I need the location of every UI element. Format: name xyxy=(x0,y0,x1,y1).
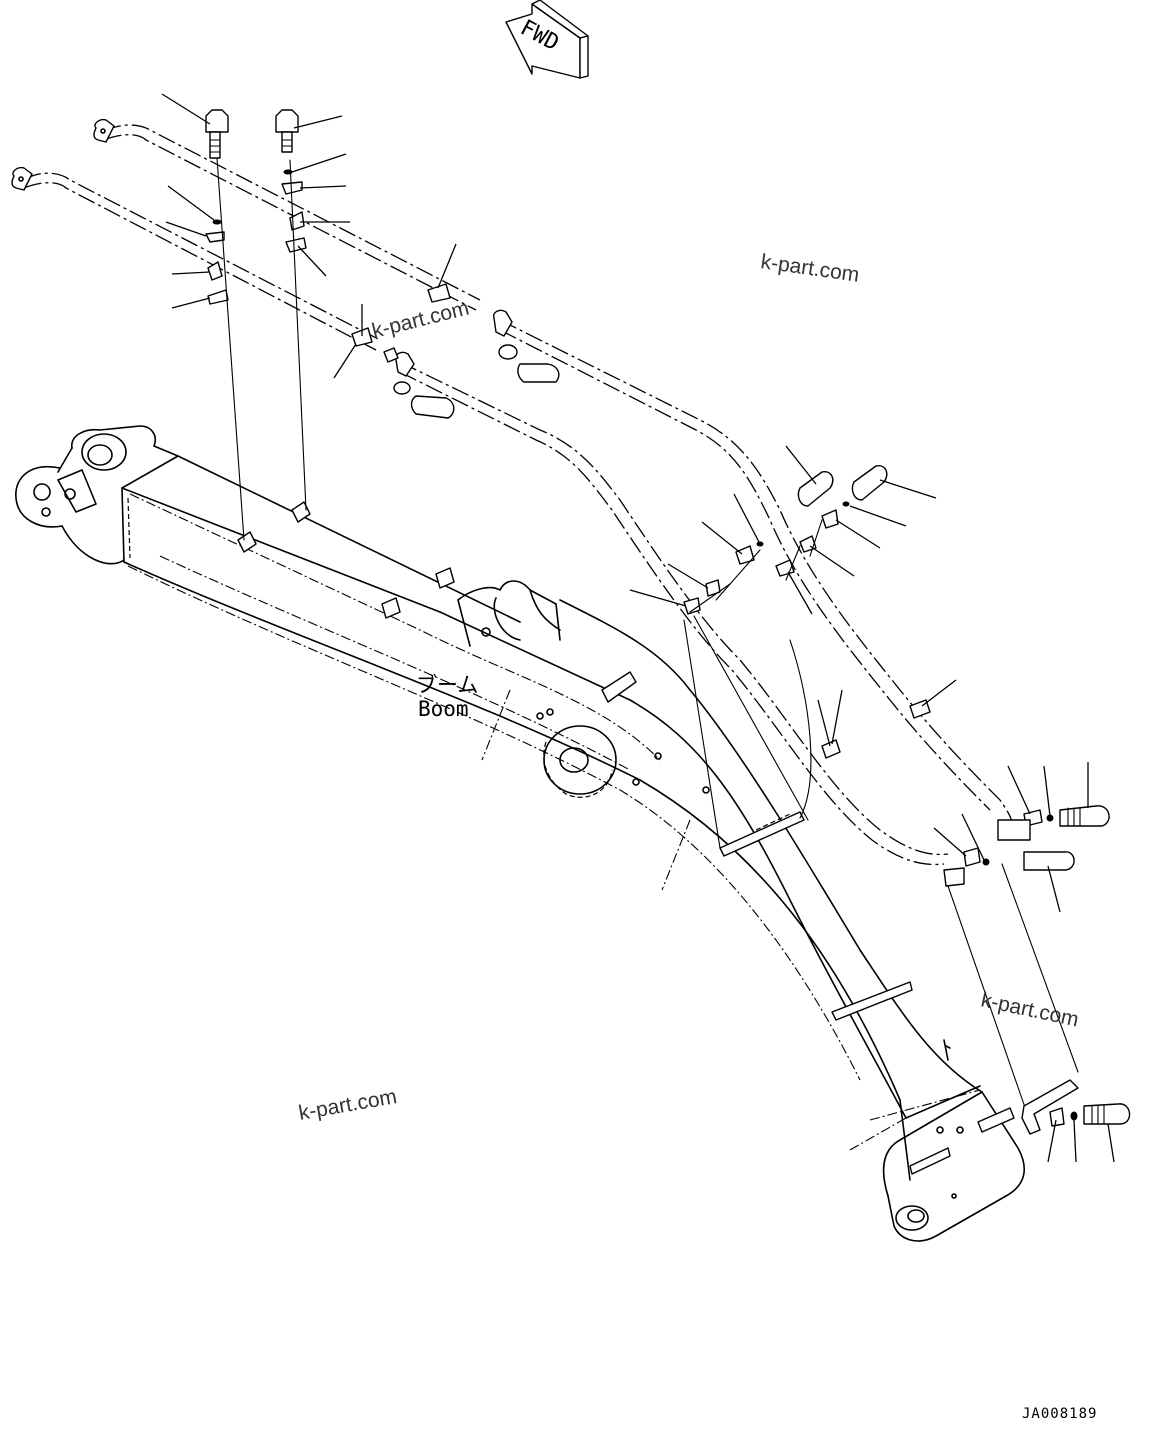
fastener-group-middle xyxy=(683,465,931,849)
watermark-text: k-part.com xyxy=(759,250,860,287)
boom-label-jp: ブーム xyxy=(416,673,478,697)
callout-leaders xyxy=(161,93,1115,1163)
drawing-number: JA008189 xyxy=(1022,1406,1097,1422)
pipe-right xyxy=(493,309,1013,825)
pipe-left-long xyxy=(395,351,949,866)
boom-clamps xyxy=(237,501,1015,1175)
pipe-clamps-upper xyxy=(351,283,560,419)
pipe-upper xyxy=(93,118,481,311)
watermark-text: k-part.com xyxy=(979,988,1081,1031)
fastener-group-left xyxy=(205,109,245,541)
fastener-group-lower xyxy=(943,805,1131,1135)
boom-label-en: Boom xyxy=(418,697,469,721)
watermark-text: k-part.com xyxy=(370,297,472,343)
watermark-text: k-part.com xyxy=(297,1085,399,1125)
boom-label: ブーム Boom xyxy=(416,673,478,721)
pipe-lower xyxy=(11,166,381,351)
fastener-group-right xyxy=(275,109,307,511)
fwd-direction-arrow: FWD xyxy=(505,0,589,79)
boom-structure xyxy=(15,425,1026,1242)
